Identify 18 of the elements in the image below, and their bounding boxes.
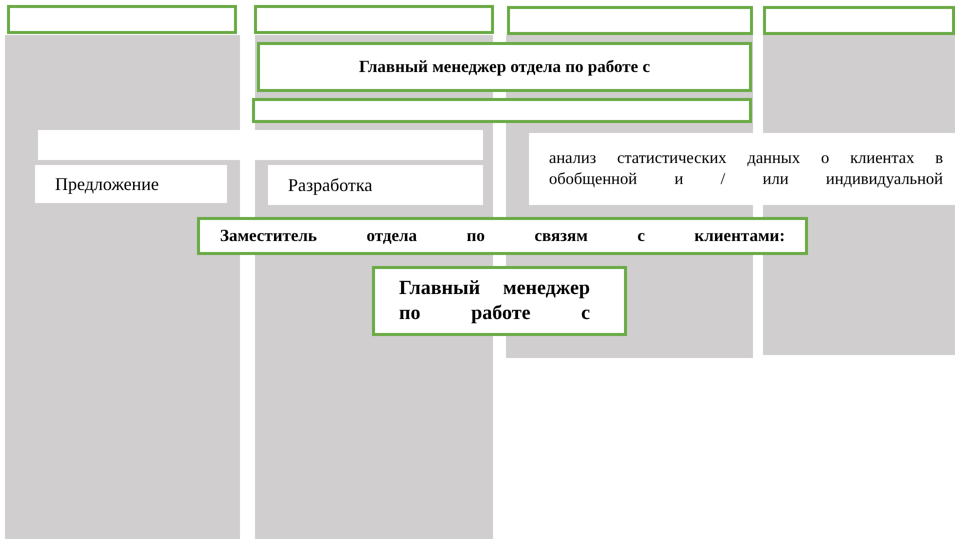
- text-box: [529, 133, 955, 205]
- node-text: Разработка: [288, 174, 374, 196]
- header-box: [507, 6, 753, 35]
- header-box: [254, 5, 494, 34]
- role-title: Главный менеджер по работе с: [399, 276, 590, 326]
- header-box: [763, 6, 955, 35]
- role-box: [197, 217, 808, 255]
- role-title: Главный менеджер отдела по работе с: [358, 56, 651, 78]
- role-title: Заместитель отдела по связям с клиентами:: [220, 225, 785, 247]
- text-box: [268, 165, 483, 205]
- text-box: [38, 130, 483, 160]
- header-box: [7, 5, 237, 34]
- role-box: [372, 266, 627, 336]
- title-box: [257, 42, 752, 92]
- node-text: анализ статистических данных о клиентах в обобщенной и / или индивидуальной: [549, 148, 943, 190]
- text-box: [35, 165, 227, 203]
- empty-box: [252, 98, 752, 123]
- node-text: Предложение: [55, 172, 160, 196]
